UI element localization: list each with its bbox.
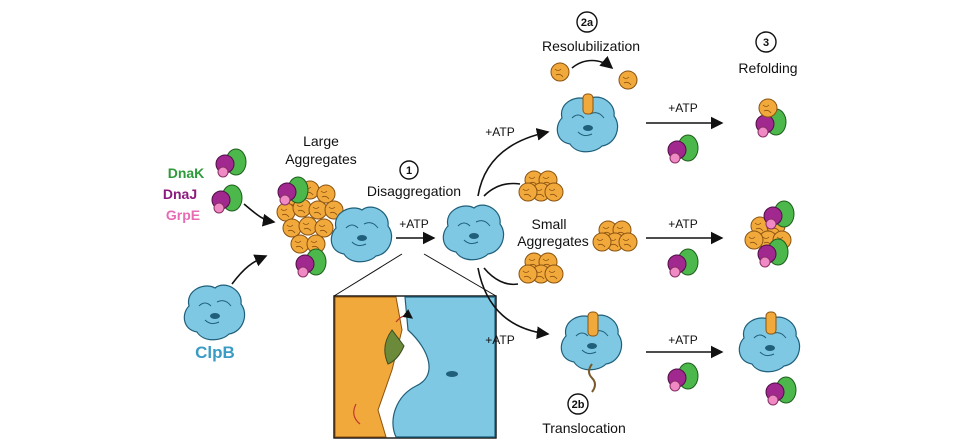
atp-lower: +ATP (485, 333, 514, 347)
atp-upper: +ATP (485, 125, 514, 139)
substrate-threading-row1 (582, 93, 594, 115)
large-aggregates-line1: Large (303, 133, 339, 149)
aggregate-unfolding (618, 70, 638, 90)
small-aggregate-top (518, 170, 564, 202)
dnaj-label: DnaJ (163, 186, 197, 202)
step2b-number: 2b (572, 399, 585, 411)
atp-main: +ATP (399, 217, 428, 231)
step3-badge (755, 31, 777, 53)
large-aggregates-line2: Aggregates (285, 151, 357, 167)
step2a-number: 2a (581, 17, 594, 29)
step2b-badge (567, 393, 589, 415)
chaperone-row1 (667, 134, 699, 164)
resolubilization-label: Resolubilization (542, 38, 640, 54)
atp-row3: +ATP (668, 333, 697, 347)
atp-row2: +ATP (668, 217, 697, 231)
chaperone-on-aggregate-top (277, 176, 309, 206)
step2a-badge (576, 11, 598, 33)
chaperone-icon-dnak (215, 148, 247, 178)
step3-number: 3 (763, 37, 769, 49)
clpb-on-aggregate (330, 206, 393, 263)
atp-row1: +ATP (668, 101, 697, 115)
arrow-branch-lower (477, 267, 550, 340)
translocated-chain (588, 363, 596, 393)
chaperone-icon-dnaj (211, 184, 243, 214)
grpe-label: GrpE (166, 207, 200, 223)
inset-zoom-panel (333, 295, 497, 439)
translocation-label: Translocation (542, 420, 626, 436)
chaperone-row3-product (765, 376, 797, 406)
disaggregation-label: Disaggregation (367, 183, 461, 199)
chaperone-row3 (667, 362, 699, 392)
step1-badge (399, 160, 419, 180)
arrow-branch-upper (477, 128, 550, 197)
small-aggregate-middle (592, 220, 638, 252)
arrow-clpb-to-aggregate (231, 254, 268, 285)
clpb-after-disaggregation (442, 204, 505, 261)
small-aggregates-line1: Small (531, 216, 566, 232)
arrow-to-small-bottom (483, 267, 519, 286)
refolded-cluster-row2 (744, 200, 795, 268)
dnak-label: DnaK (168, 165, 205, 181)
clpb-label: ClpB (195, 343, 235, 362)
substrate-threading-row3 (587, 311, 599, 337)
small-aggregate-bottom (518, 252, 564, 284)
aggregate-pre-resolubilization (550, 62, 570, 82)
small-aggregates-line2: Aggregates (517, 233, 589, 249)
substrate-threading-row3-product (765, 311, 777, 335)
chaperone-row2 (667, 248, 699, 278)
step1-number: 1 (406, 165, 412, 177)
arrow-to-small-top (483, 182, 521, 197)
refolded-protein-row1 (758, 98, 778, 118)
clpb-icon-free (183, 284, 246, 341)
arrow-chaperones-to-aggregate (243, 203, 276, 227)
arrow-resolubilization-curve (571, 55, 614, 70)
refolding-label: Refolding (738, 60, 797, 76)
